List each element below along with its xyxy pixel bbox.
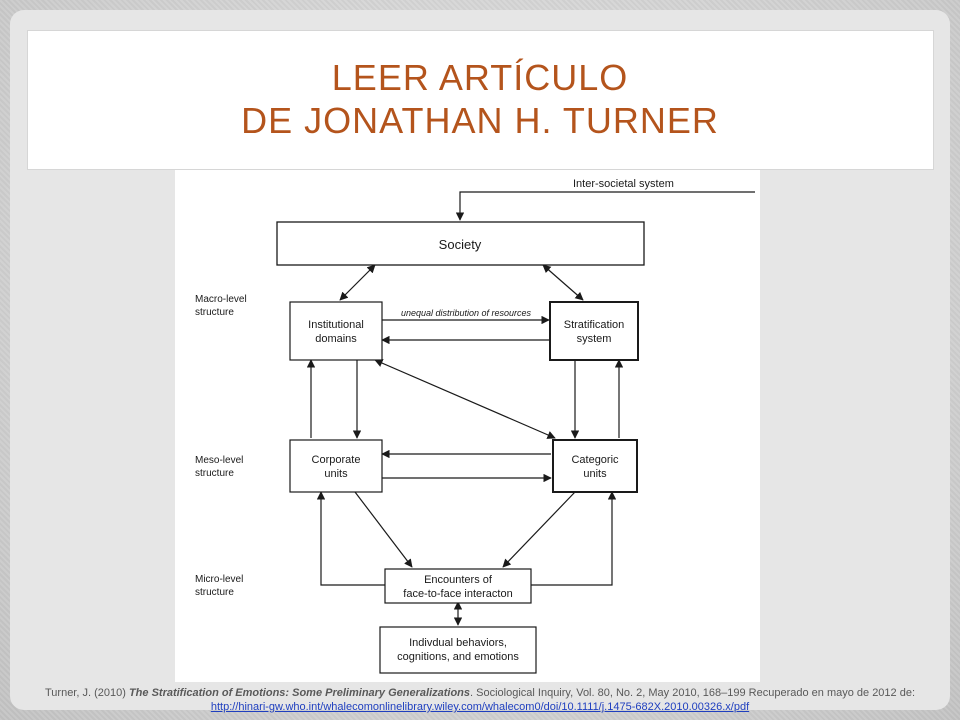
macro-level-label-2: structure bbox=[195, 307, 234, 318]
society-stratification-arrow bbox=[542, 264, 584, 301]
institutional-categoric-arrow bbox=[374, 359, 556, 439]
citation-link[interactable]: http://hinari-gw.who.int/whalecomonlinel… bbox=[210, 701, 750, 713]
encounters-label-1: Encounters of bbox=[424, 574, 493, 586]
categoric-label-1: Categoric bbox=[571, 454, 619, 466]
stratification-label-1: Stratification bbox=[564, 319, 625, 331]
micro-level-label-1: Micro-level bbox=[195, 574, 243, 585]
macro-level-label-1: Macro-level bbox=[195, 294, 247, 305]
diagram-figure: Inter-societal system Society Institutio… bbox=[175, 170, 760, 682]
slide-title-line-2: DE JONATHAN H. TURNER bbox=[241, 100, 719, 141]
micro-level-label-2: structure bbox=[195, 587, 234, 598]
stratification-diagram: Inter-societal system Society Institutio… bbox=[195, 178, 755, 674]
citation: Turner, J. (2010) The Stratification of … bbox=[22, 686, 938, 714]
encounters-to-categoric-arrow bbox=[530, 491, 617, 586]
inter-societal-arrow bbox=[455, 191, 755, 221]
institutional-domains-box bbox=[289, 301, 383, 361]
institutional-label-1: Institutional bbox=[308, 319, 364, 331]
corporate-to-encounters-arrow bbox=[354, 491, 413, 568]
corporate-label-2: units bbox=[324, 468, 348, 480]
encounters-label-2: face-to-face interacton bbox=[403, 588, 512, 600]
stratification-system-box bbox=[549, 301, 639, 361]
inter-societal-label: Inter-societal system bbox=[573, 178, 674, 190]
encounters-box bbox=[384, 568, 532, 604]
meso-level-label-1: Meso-level bbox=[195, 455, 243, 466]
title-band bbox=[27, 30, 934, 170]
citation-rest: . Sociological Inquiry, Vol. 80, No. 2, … bbox=[470, 687, 916, 699]
categoric-label-2: units bbox=[583, 468, 607, 480]
encounters-to-corporate-arrow bbox=[316, 491, 385, 586]
corporate-units-box bbox=[289, 439, 383, 493]
categoric-to-encounters-arrow bbox=[502, 491, 576, 568]
individual-label-2: cognitions, and emotions bbox=[397, 651, 519, 663]
corporate-label-1: Corporate bbox=[312, 454, 361, 466]
society-box bbox=[276, 221, 645, 266]
society-label: Society bbox=[439, 237, 482, 252]
institutional-label-2: domains bbox=[315, 333, 357, 345]
citation-title: The Stratification of Emotions: Some Pre… bbox=[128, 687, 471, 699]
individual-label-1: Indivdual behaviors, bbox=[409, 637, 507, 649]
individual-behaviors-box bbox=[379, 626, 537, 674]
stratification-label-2: system bbox=[577, 333, 612, 345]
citation-prefix: Turner, J. (2010) bbox=[44, 687, 126, 699]
slide-title-line-1: LEER ARTÍCULO bbox=[331, 57, 629, 98]
society-institutional-arrow bbox=[339, 264, 376, 301]
unequal-distribution-label: unequal distribution of resources bbox=[401, 308, 532, 318]
meso-level-label-2: structure bbox=[195, 468, 234, 479]
categoric-units-box bbox=[552, 439, 638, 493]
